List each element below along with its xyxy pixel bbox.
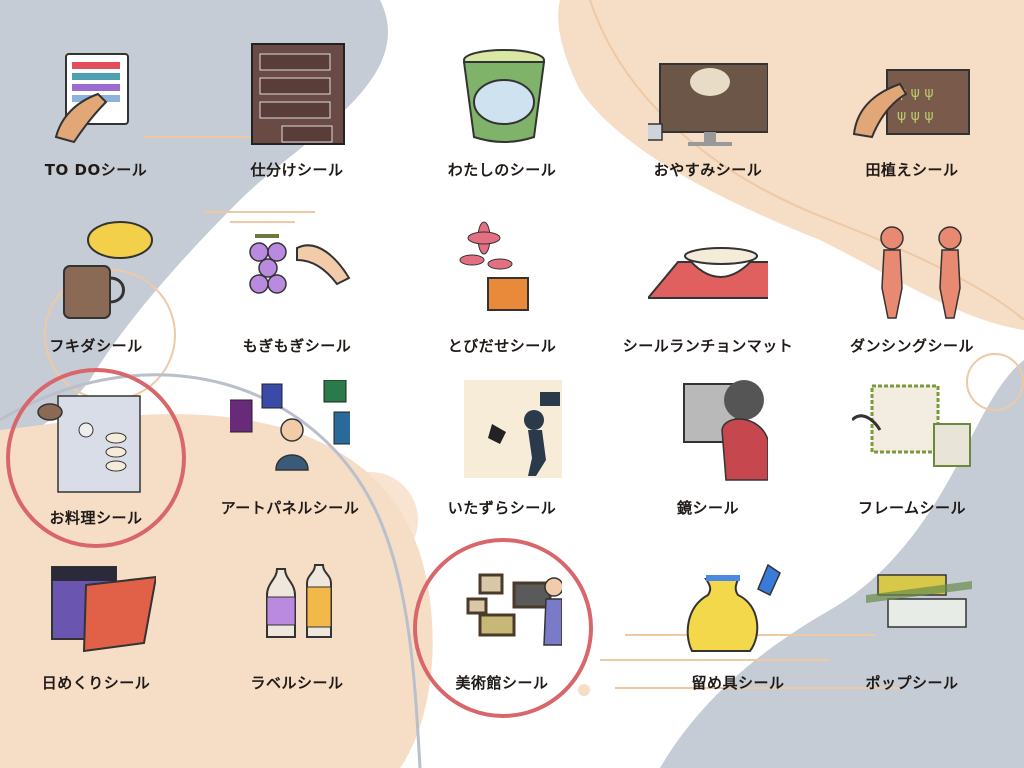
sticker-tile-sorting[interactable]: 仕分けシール [207,42,387,192]
speech-bubble-mug-icon [63,221,153,319]
sticker-tile-himekuri[interactable]: 日めくりシール [6,555,186,705]
sticker-label: 仕分けシール [250,161,344,179]
sticker-label: フキダシール [49,337,143,355]
sticker-label: 留め具シール [691,674,785,692]
sticker-tile-todo[interactable]: TO DOシール [6,42,186,192]
sticker-tile-art-panel[interactable]: アートパネルシール [200,380,380,530]
svg-text:ψ ψ ψ: ψ ψ ψ [897,108,934,124]
todo-list-icon [54,53,129,144]
sticker-tile-mogimogi[interactable]: もぎもぎシール [207,218,387,368]
sticker-label: ラベルシール [250,674,344,692]
mirror-icon [683,380,768,481]
peach-shape-bottom-left [0,414,433,768]
recipe-card-icon [37,395,141,493]
sticker-tile-luncheon[interactable]: シールランチョンマット [618,218,798,368]
sticker-label: 田植えシール [865,161,959,179]
sticker-label: ポップシール [865,674,959,692]
frame-icon [852,384,971,467]
sticker-label: TO DOシール [44,161,148,179]
sleeping-monitor-icon [648,63,768,146]
sticker-label: お料理シール [49,509,143,527]
sticker-label: いたずらシール [447,499,557,517]
noodle-bowl-mat-icon [648,247,768,299]
sticker-label: 日めくりシール [41,674,151,692]
curve-line-1 [0,373,422,768]
museum-icon [466,573,562,646]
sticker-tile-dancing[interactable]: ダンシングシール [822,218,1002,368]
cup-noodle-icon [462,49,546,143]
sticker-label: アートパネルシール [220,499,360,517]
sorting-drawers-icon [251,43,345,145]
sticker-tile-frame[interactable]: フレームシール [822,380,1002,530]
outline-circle-right [966,353,1024,411]
calendar-icon [51,566,156,653]
curve-line-2 [589,0,1024,321]
sticker-label: おやすみシール [653,161,763,179]
sticker-label: もぎもぎシール [242,337,352,355]
label-bottles-icon [266,564,332,638]
sticker-tile-watashi[interactable]: わたしのシール [412,42,592,192]
sticker-label: ダンシングシール [849,337,974,355]
sticker-label: 美術館シール [455,674,549,692]
grape-picking-icon [249,234,351,294]
sticker-tile-tomegu[interactable]: 留め具シール [648,555,828,705]
sticker-tile-fukida[interactable]: フキダシール [6,218,186,368]
bag-clip-icon [686,563,781,652]
sticker-tile-oryori[interactable]: お料理シール [6,390,186,540]
sticker-label: シールランチョンマット [622,337,794,355]
sticker-tile-museum[interactable]: 美術館シール [412,555,592,705]
peach-dot [322,472,418,568]
sticker-tile-itazura[interactable]: いたずらシール [412,380,592,530]
sticker-tile-label[interactable]: ラベルシール [207,555,387,705]
sticker-tile-kagami[interactable]: 鏡シール [618,380,798,530]
pop-sign-icon [866,574,972,628]
flower-pot-icon [459,221,529,311]
dancing-figures-icon [880,226,962,319]
wall-hammer-icon [464,380,562,478]
rice-planting-icon: ψ ψ ψ ψ ψ ψ [852,69,970,139]
sticker-tile-pop[interactable]: ポップシール [822,555,1002,705]
sticker-tile-taue[interactable]: ψ ψ ψ ψ ψ ψ 田植えシール [822,42,1002,192]
art-panels-icon [230,380,350,471]
sticker-tile-tobidase[interactable]: とびだせシール [412,218,592,368]
sticker-label: わたしのシール [447,161,557,179]
sticker-label: 鏡シール [676,499,739,517]
slate-shape-bottom-right [660,360,1024,768]
svg-text:ψ ψ ψ: ψ ψ ψ [897,85,934,101]
sticker-label: とびだせシール [447,337,557,355]
small-dot [578,684,590,696]
sticker-tile-oyasumi[interactable]: おやすみシール [618,42,798,192]
sticker-label: フレームシール [857,499,967,517]
